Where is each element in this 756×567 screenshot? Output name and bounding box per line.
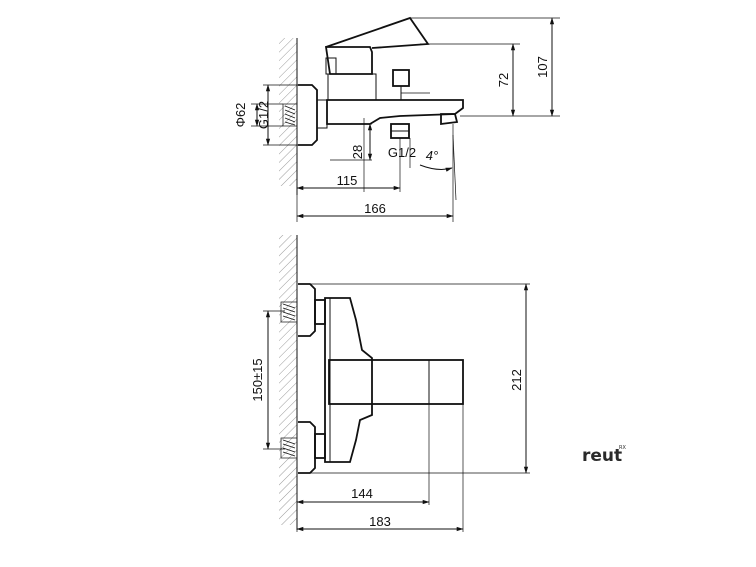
dim-spout-angle: 4° <box>426 148 438 163</box>
dim-inlet-thread: G1/2 <box>256 101 271 129</box>
mixer-body-top <box>324 297 373 463</box>
diverter-knob <box>392 69 410 87</box>
lever-neck <box>325 57 337 75</box>
dim-inlet-spacing: 150±15 <box>250 358 265 401</box>
spout-top <box>328 359 464 405</box>
lower-flange <box>298 421 316 474</box>
upper-inlet <box>280 301 298 323</box>
inlet-thread <box>282 103 298 127</box>
wall-hatch-bottom <box>279 235 297 525</box>
dim-body-width: 212 <box>509 369 524 391</box>
upper-fitting <box>314 299 326 325</box>
lower-fitting <box>314 433 326 459</box>
lever-handle <box>324 46 373 75</box>
dim-outlet-thread: G1/2 <box>388 145 416 160</box>
dim-body-depth: 144 <box>351 486 373 501</box>
dim-spout-reach: 115 <box>337 173 358 188</box>
lower-inlet <box>280 437 298 459</box>
upper-flange <box>298 283 316 337</box>
dim-outlet-height: 107 <box>535 56 550 78</box>
brand-logo: reut RX <box>582 445 626 466</box>
top-view: 150±15 212 144 183 <box>250 235 530 532</box>
body-cartridge <box>327 73 377 101</box>
dim-total-reach: 166 <box>364 201 386 216</box>
side-view: 107 72 Φ62 G1/2 28 G1/2 4° 115 166 <box>233 16 560 222</box>
dim-total-depth: 183 <box>369 514 391 529</box>
dim-spout-offset: 28 <box>350 145 365 159</box>
dim-flange-diameter: Φ62 <box>233 103 248 128</box>
mixer-body <box>326 99 464 125</box>
brand-mark: RX <box>619 445 626 451</box>
spout-outlet <box>440 113 459 126</box>
dim-handle-height: 72 <box>496 73 511 87</box>
eccentric-fitting <box>316 99 328 129</box>
lever-top <box>325 16 430 49</box>
wall-flange <box>298 84 318 146</box>
wall-hatch-top <box>279 38 297 186</box>
angle-arc <box>419 164 453 172</box>
brand-name: reut <box>582 446 622 466</box>
